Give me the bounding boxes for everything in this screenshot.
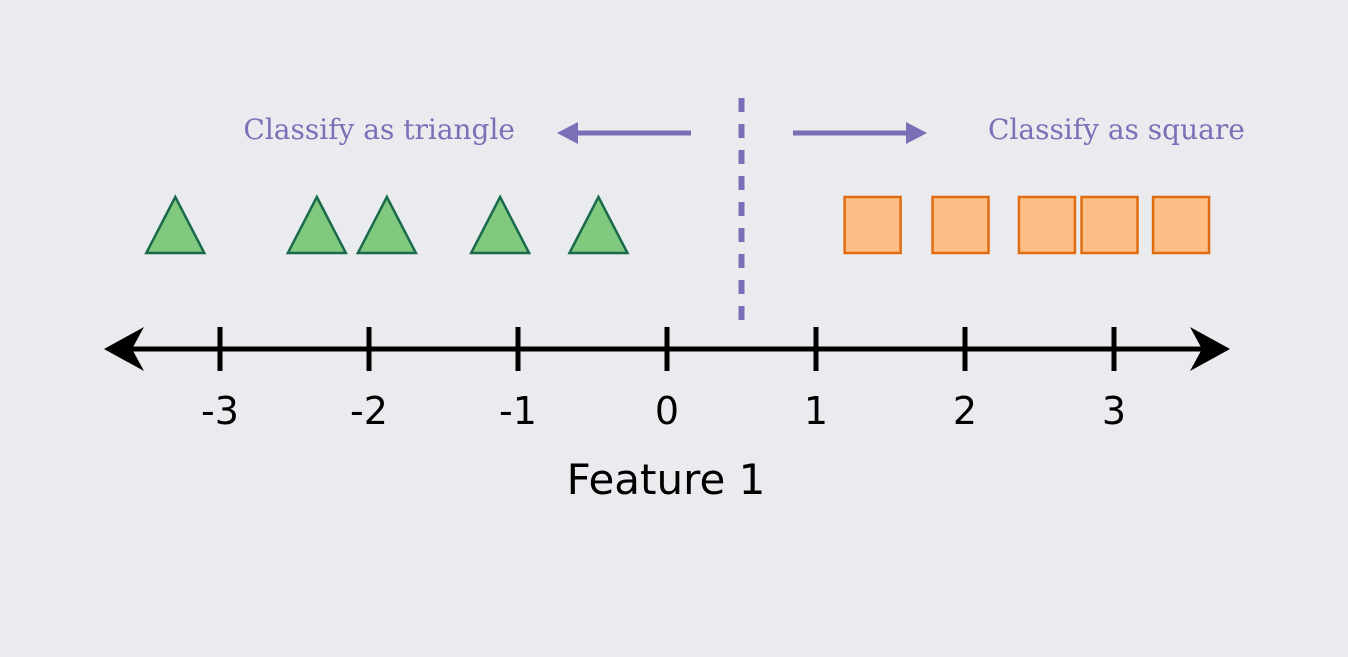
square-marker <box>1017 195 1077 255</box>
data-markers <box>144 194 1211 255</box>
axis-right-arrow-icon <box>1190 327 1230 371</box>
axis-left-arrow-icon <box>104 327 144 371</box>
tick-label: 3 <box>1102 389 1126 433</box>
triangle-marker <box>285 194 348 255</box>
triangle-marker <box>567 194 630 255</box>
x-axis: -3 -2 -1 0 1 2 3 <box>104 327 1230 433</box>
tick-label: -3 <box>201 389 239 433</box>
tick-label: 1 <box>804 389 828 433</box>
square-marker <box>1151 195 1211 255</box>
square-marker <box>931 195 990 255</box>
triangle-marker <box>144 194 207 255</box>
classify-triangle-label: Classify as triangle <box>243 113 515 146</box>
tick-label: 2 <box>953 389 977 433</box>
classify-square-label: Classify as square <box>988 113 1245 146</box>
tick-label: -2 <box>350 389 388 433</box>
tick-label: -1 <box>499 389 537 433</box>
left-arrow-icon <box>557 122 691 144</box>
triangle-marker <box>469 194 532 255</box>
square-marker <box>1080 195 1139 255</box>
right-arrow-icon <box>793 122 927 144</box>
triangle-marker <box>355 194 418 255</box>
tick-label: 0 <box>655 389 679 433</box>
x-axis-title: Feature 1 <box>567 455 766 504</box>
square-marker <box>843 195 902 255</box>
